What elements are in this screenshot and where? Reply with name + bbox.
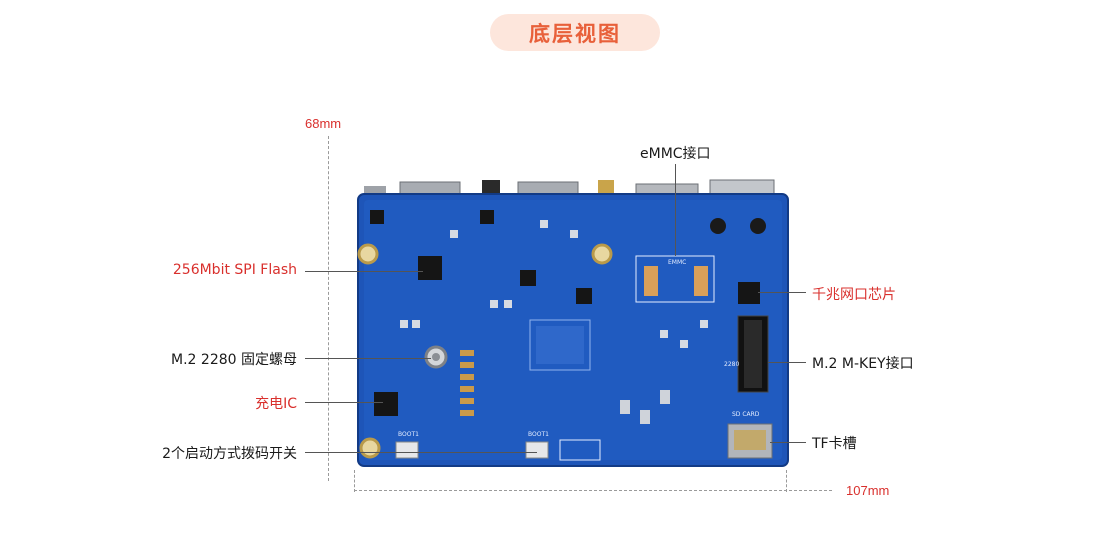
mounting-hole-tr2 (710, 218, 726, 234)
leader-charge-ic (305, 402, 383, 403)
label-boot-switch: 2个启动方式拨码开关 (162, 446, 297, 462)
leader-spi-flash (305, 271, 423, 272)
boot2-silkscreen: BOOT1 (528, 431, 549, 438)
right-edge-guide (786, 470, 787, 492)
label-charge-ic: 充电IC (255, 396, 297, 412)
label-tf-slot: TF卡槽 (812, 436, 857, 452)
width-guide-line (354, 490, 832, 491)
pcb-board: EMMC 2280 SD CARD BOOT1 BOOT1 (357, 179, 789, 467)
label-spi-flash: 256Mbit SPI Flash (172, 262, 297, 278)
boot-switch-2 (525, 441, 549, 459)
mounting-hole-bl (359, 437, 381, 459)
leader-emmc (675, 164, 676, 256)
emmc-silkscreen: EMMC (668, 259, 686, 266)
label-m2-nut: M.2 2280 固定螺母 (171, 352, 297, 368)
charge-ic-chip (374, 392, 398, 416)
boot-switch-1 (395, 441, 419, 459)
gbe-chip (738, 282, 760, 304)
boot1-silkscreen: BOOT1 (398, 431, 419, 438)
leader-m2-nut (305, 358, 431, 359)
label-gbe-chip: 千兆网口芯片 (812, 287, 896, 303)
mounting-hole-tl (357, 243, 379, 265)
leader-m2-mkey (768, 362, 806, 363)
leader-tf-slot (770, 442, 806, 443)
left-edge-guide (354, 470, 355, 492)
mounting-hole-tr (750, 218, 766, 234)
spi-flash-chip (418, 256, 442, 280)
leader-boot-switch (305, 452, 401, 453)
height-guide-line (328, 136, 329, 481)
height-dimension: 68mm (305, 116, 342, 131)
mounting-hole-tm (591, 243, 613, 265)
emmc-footprint (635, 255, 715, 303)
label-emmc: eMMC接口 (640, 146, 711, 162)
width-dimension: 107mm (846, 483, 890, 498)
m2-silkscreen: 2280 (724, 361, 739, 368)
sd-silkscreen: SD CARD (732, 411, 760, 418)
leader-gbe-chip (758, 292, 806, 293)
label-m2-mkey: M.2 M-KEY接口 (812, 356, 914, 372)
page-title: 底层视图 (490, 14, 660, 51)
component-field (370, 210, 708, 461)
leader-boot-switch-ext (401, 452, 537, 453)
